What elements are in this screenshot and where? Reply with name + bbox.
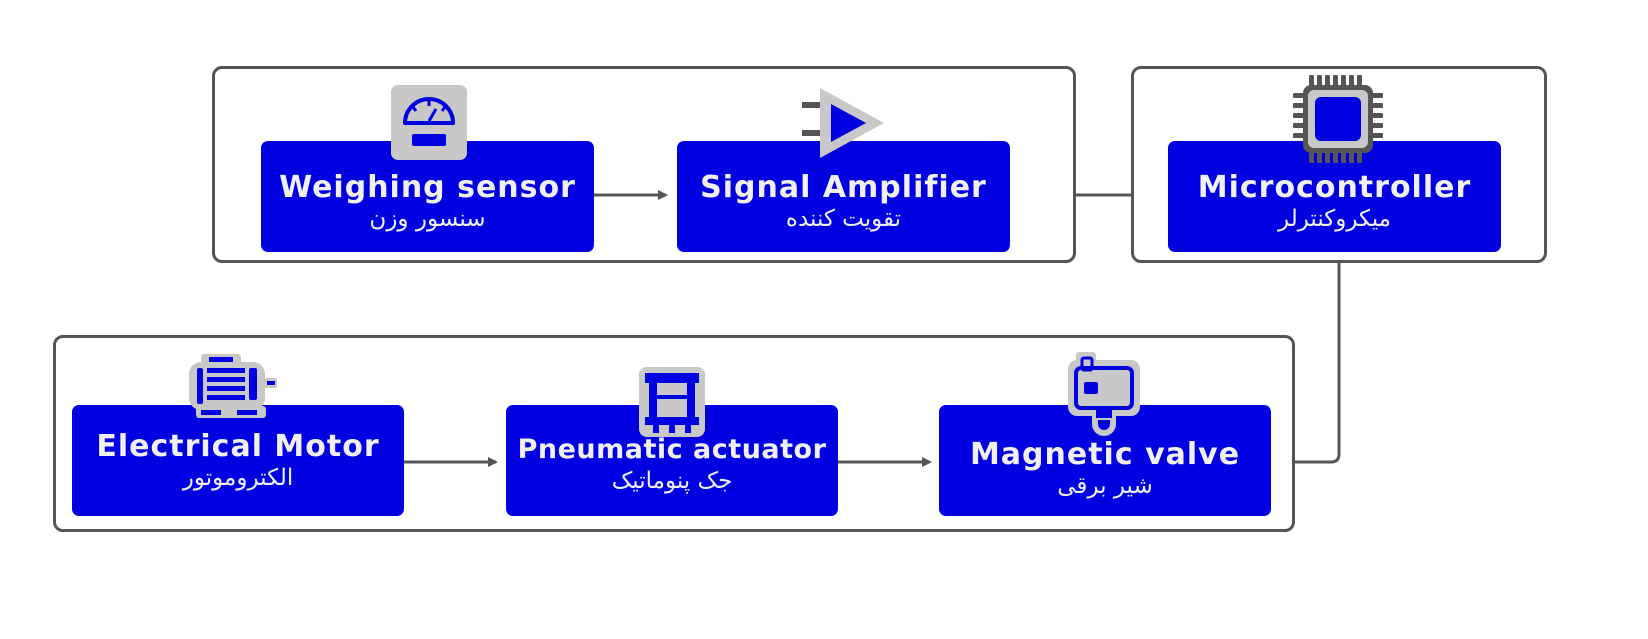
pneumatic-actuator-title: Pneumatic actuator bbox=[517, 433, 827, 465]
valve-icon bbox=[1068, 352, 1140, 436]
signal-amplifier-node: Signal Amplifier تقویت کننده bbox=[677, 141, 1010, 252]
weighing-sensor-subtitle: سنسور وزن bbox=[369, 205, 486, 232]
signal-amplifier-subtitle: تقویت کننده bbox=[785, 205, 902, 232]
magnetic-valve-node: Magnetic valve شیر برقی bbox=[939, 405, 1271, 516]
weighing-sensor-node: Weighing sensor سنسور وزن bbox=[261, 141, 594, 252]
line-controller-to-valve bbox=[1295, 263, 1341, 464]
amplifier-icon bbox=[802, 88, 884, 158]
signal-amplifier-title: Signal Amplifier bbox=[700, 169, 987, 205]
weighing-sensor-title: Weighing sensor bbox=[279, 169, 576, 205]
pneumatic-actuator-subtitle: جک پنوماتیک bbox=[611, 467, 733, 494]
electrical-motor-subtitle: الکتروموتور bbox=[182, 464, 294, 491]
electrical-motor-node: Electrical Motor الکتروموتور bbox=[72, 405, 404, 516]
motor-icon bbox=[189, 354, 277, 418]
chip-icon bbox=[1293, 75, 1383, 163]
magnetic-valve-title: Magnetic valve bbox=[969, 436, 1241, 472]
magnetic-valve-subtitle: شیر برقی bbox=[1057, 472, 1153, 499]
gauge-icon bbox=[391, 85, 467, 160]
electrical-motor-title: Electrical Motor bbox=[96, 428, 380, 464]
pneumatic-actuator-node: Pneumatic actuator جک پنوماتیک bbox=[506, 405, 838, 516]
actuator-icon bbox=[639, 367, 705, 437]
microcontroller-subtitle: میکروکنترلر bbox=[1278, 205, 1391, 232]
microcontroller-title: Microcontroller bbox=[1197, 169, 1472, 205]
